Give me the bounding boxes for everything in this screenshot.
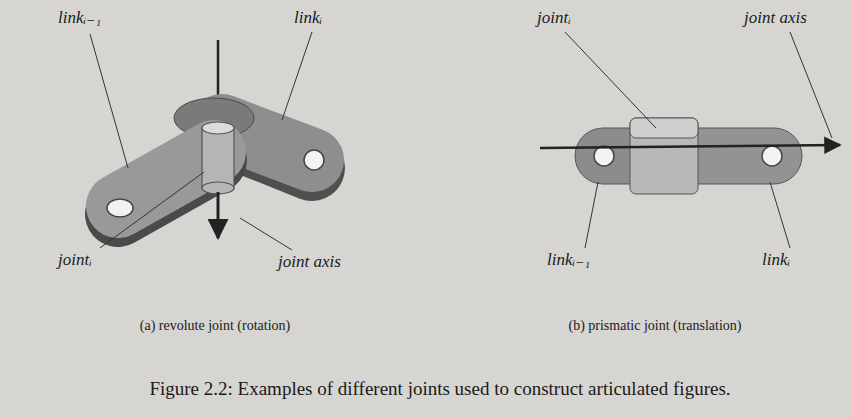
subfigure-caption: (a) revolute joint (rotation) xyxy=(138,318,292,334)
part-label: joint axis xyxy=(742,8,809,28)
part-label: linkᵢ xyxy=(760,250,792,270)
revolute-joint xyxy=(90,32,324,250)
prismatic-joint xyxy=(540,32,840,248)
subfigure-caption: (b) prismatic joint (translation) xyxy=(566,318,743,334)
part-label: jointᵢ xyxy=(535,8,573,28)
part-label: linkᵢ₋₁ xyxy=(545,250,592,270)
figure-caption: Figure 2.2: Examples of different joints… xyxy=(147,378,732,400)
part-label: jointᵢ xyxy=(56,250,94,270)
part-label: linkᵢ₋₁ xyxy=(56,8,103,28)
part-label: linkᵢ xyxy=(292,8,324,28)
part-label: joint axis xyxy=(276,252,343,272)
